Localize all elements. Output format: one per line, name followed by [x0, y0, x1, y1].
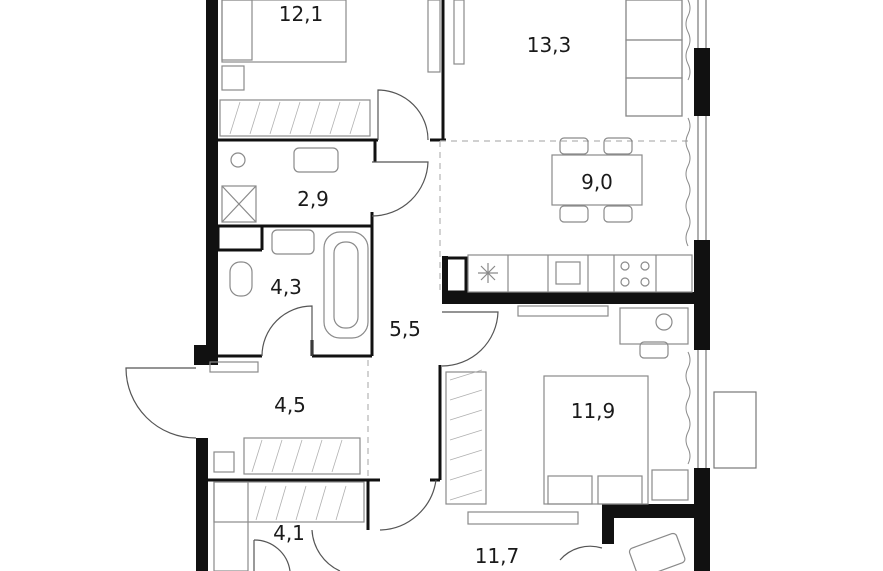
partitions	[208, 0, 468, 530]
room-area-entry: 4,5	[274, 393, 306, 417]
windows	[697, 0, 757, 469]
room-area-bedroom-bottom: 11,7	[474, 544, 520, 568]
furniture	[209, 0, 693, 571]
room-area-storage: 4,1	[273, 521, 305, 545]
room-area-bathroom: 4,3	[270, 275, 302, 299]
room-area-bathroom-small: 2,9	[297, 187, 329, 211]
wardrobe-hatching	[229, 101, 483, 521]
walls	[194, 0, 710, 571]
room-area-living: 13,3	[526, 33, 572, 57]
room-area-hallway: 5,5	[389, 317, 421, 341]
doors	[125, 89, 603, 571]
room-area-bedroom-top: 12,1	[278, 2, 324, 26]
room-area-kitchen-dining: 9,0	[581, 170, 613, 194]
curtains	[685, 0, 691, 465]
room-area-bedroom-right: 11,9	[570, 399, 616, 423]
zone-lines	[367, 140, 692, 478]
